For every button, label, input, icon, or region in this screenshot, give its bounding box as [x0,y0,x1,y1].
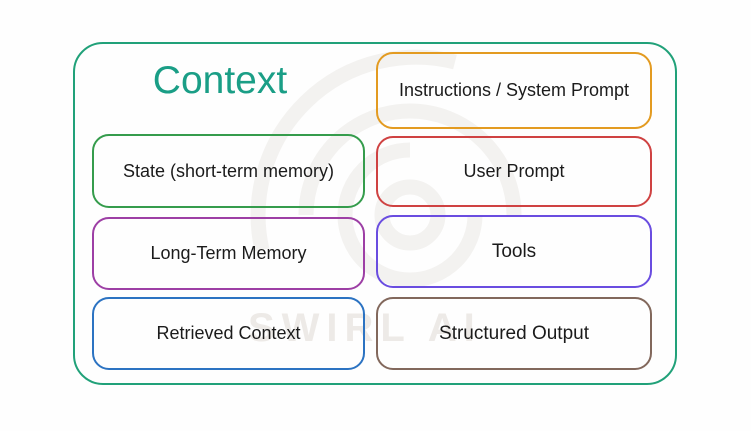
context-container [73,42,677,385]
box-label: Tools [491,240,537,262]
box-label: Long-Term Memory [150,243,307,263]
box-label: Retrieved Context [156,323,301,343]
box-label: User Prompt [463,161,565,181]
box-label: Instructions / System Prompt [398,80,630,100]
box-tools: Tools [376,215,652,288]
box-label: Structured Output [439,322,589,344]
box-structured-output: Structured Output [376,297,652,370]
box-retrieved-context: Retrieved Context [92,297,365,370]
box-long-term-memory: Long-Term Memory [92,217,365,290]
box-state-short-term-memory: State (short-term memory) [92,134,365,208]
box-user-prompt: User Prompt [376,136,652,207]
box-label: State (short-term memory) [122,160,335,181]
diagram-title: Context [152,59,288,102]
box-instructions-system-prompt: Instructions / System Prompt [376,52,652,129]
